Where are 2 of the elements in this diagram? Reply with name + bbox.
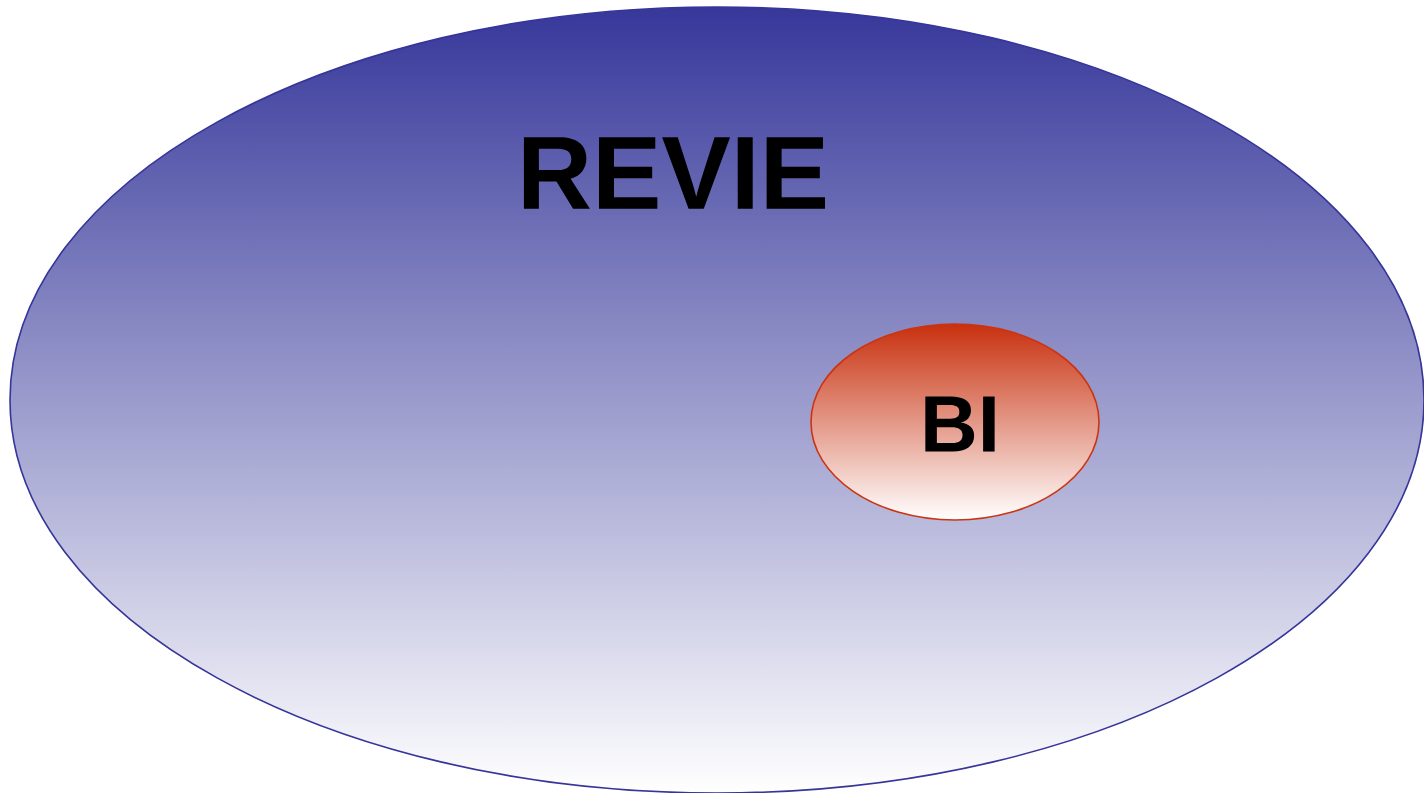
ellipse-label: BI bbox=[925, 396, 995, 452]
heading: REVIE bbox=[523, 137, 825, 209]
